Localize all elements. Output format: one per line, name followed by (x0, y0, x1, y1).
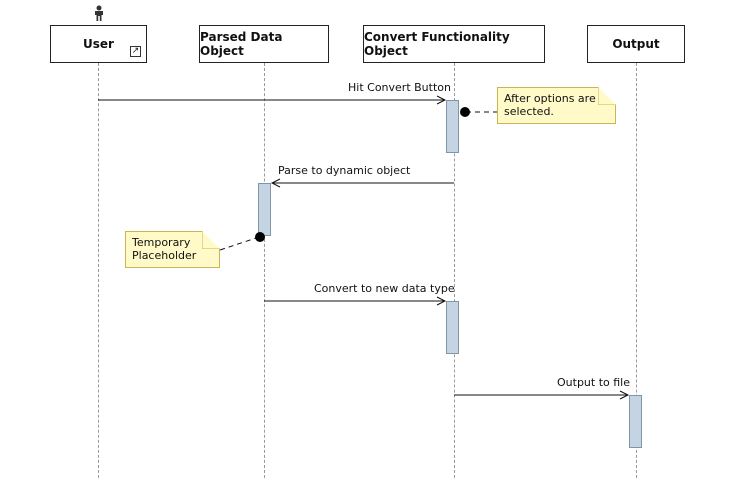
note-anchor-dot-1 (460, 107, 470, 117)
message-label-2: Parse to dynamic object (278, 164, 411, 177)
message-label-4: Output to file (557, 376, 630, 389)
note-anchor-dot-2 (255, 232, 265, 242)
note-fold-icon (202, 231, 220, 249)
message-label-1: Hit Convert Button (348, 81, 451, 94)
note-text-line-2: selected. (504, 105, 554, 118)
activation-convert-2[interactable] (446, 301, 459, 354)
external-link-icon[interactable]: ↗ (130, 46, 141, 57)
message-arrowhead-4 (619, 390, 630, 400)
note-text-line-1: Temporary (132, 236, 191, 249)
lifeline-convert-label: Convert Functionality Object (364, 30, 510, 58)
lifeline-parsed (264, 63, 265, 478)
lifeline-output-box[interactable]: Output (587, 25, 685, 63)
message-arrowhead-2 (270, 178, 281, 188)
lifeline-parsed-box[interactable]: Parsed Data Object (199, 25, 329, 63)
lifeline-convert-box[interactable]: Convert Functionality Object (363, 25, 545, 63)
lifeline-user (98, 63, 99, 478)
activation-output-1[interactable] (629, 395, 642, 448)
message-arrowhead-1 (436, 95, 447, 105)
note-fold-icon (598, 87, 616, 105)
lifeline-user-label: User (83, 37, 114, 51)
note-after-options[interactable]: After options are selected. (497, 87, 616, 124)
note-temporary-placeholder[interactable]: Temporary Placeholder (125, 231, 220, 268)
lifeline-parsed-label: Parsed Data Object (200, 30, 283, 58)
lifeline-convert (454, 63, 455, 478)
message-arrowhead-3 (436, 296, 447, 306)
actor-icon (95, 5, 103, 21)
lifeline-output-label: Output (612, 37, 660, 51)
note-connector-2 (219, 236, 260, 251)
message-label-3: Convert to new data type (314, 282, 455, 295)
note-text-line-2: Placeholder (132, 249, 197, 262)
lifeline-output (636, 63, 637, 478)
activation-convert-1[interactable] (446, 100, 459, 153)
lifeline-user-box[interactable]: User ↗ (50, 25, 147, 63)
note-text-line-1: After options are (504, 92, 596, 105)
